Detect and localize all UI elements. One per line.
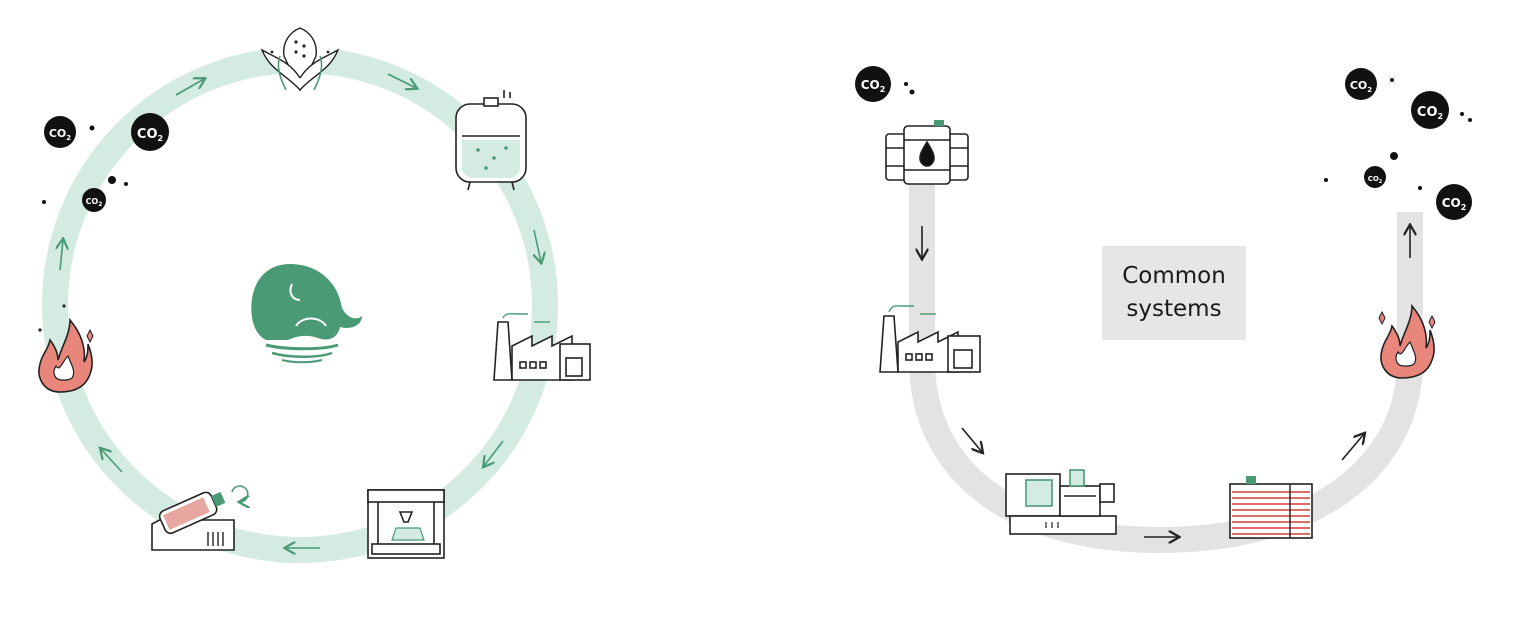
linear-path bbox=[909, 180, 1423, 554]
elephant-logo-icon bbox=[251, 264, 362, 364]
co2-bubble: CO2 bbox=[44, 116, 76, 148]
bottle-recycling-icon bbox=[151, 485, 248, 551]
common-systems-label: Common systems bbox=[1102, 246, 1246, 340]
svg-text:CO2: CO2 bbox=[86, 197, 103, 208]
fire-icon bbox=[1378, 303, 1436, 379]
3d-printer-icon bbox=[367, 489, 445, 559]
co2-bubble: CO2 bbox=[1345, 68, 1377, 100]
fermenter-tank-icon bbox=[455, 90, 527, 191]
svg-text:CO2: CO2 bbox=[1368, 175, 1383, 185]
co2-bubble: CO2 bbox=[855, 66, 891, 102]
svg-text:CO2: CO2 bbox=[1442, 196, 1467, 212]
fire-icon bbox=[38, 304, 94, 393]
svg-text:CO2: CO2 bbox=[1417, 105, 1443, 121]
plastic-stack-icon bbox=[1229, 476, 1313, 539]
injection-molding-machine-icon bbox=[1005, 469, 1117, 535]
co2-bubble: CO2 bbox=[82, 188, 106, 212]
co2-bubble: CO2 bbox=[1411, 91, 1449, 129]
co2-bubble: CO2 bbox=[131, 113, 169, 151]
svg-text:CO2: CO2 bbox=[861, 78, 886, 94]
co2-emissions-left: CO2 CO2 CO2 bbox=[42, 113, 169, 212]
linear-cycle: CO2 CO2 CO2 CO2 CO2 bbox=[855, 66, 1472, 554]
co2-bubble: CO2 bbox=[1364, 166, 1386, 188]
corn-icon bbox=[260, 27, 340, 92]
co2-bubble: CO2 bbox=[1436, 184, 1472, 220]
svg-text:CO2: CO2 bbox=[137, 127, 163, 143]
factory-icon bbox=[493, 312, 591, 381]
ring-arrows bbox=[60, 73, 541, 548]
co2-emissions-right: CO2 CO2 CO2 CO2 CO2 bbox=[855, 66, 1472, 220]
oil-barrels-icon bbox=[885, 120, 969, 185]
svg-text:CO2: CO2 bbox=[49, 127, 71, 142]
svg-text:CO2: CO2 bbox=[1350, 79, 1372, 94]
label-line-2: systems bbox=[1126, 296, 1222, 322]
factory-icon bbox=[879, 305, 981, 373]
linear-arrows bbox=[922, 226, 1410, 537]
label-line-1: Common bbox=[1122, 263, 1226, 289]
circular-cycle: CO2 CO2 CO2 bbox=[38, 27, 591, 563]
